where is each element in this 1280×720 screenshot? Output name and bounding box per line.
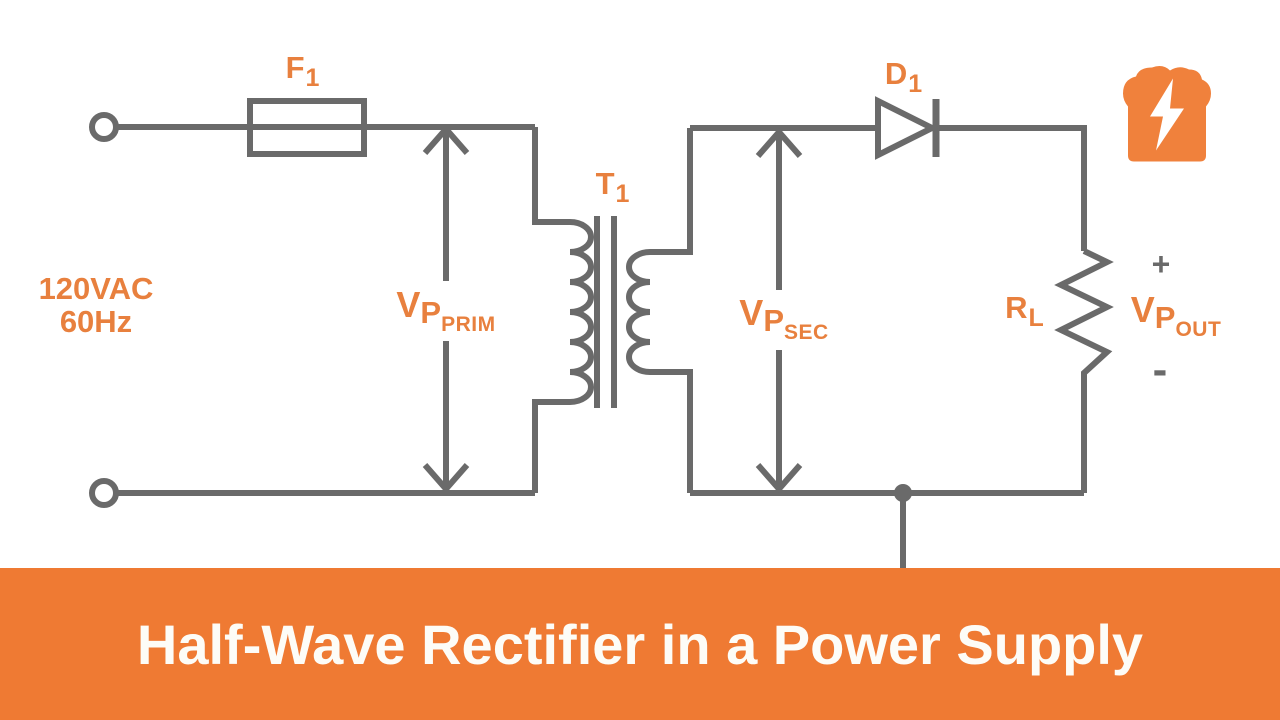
vp-prim-v: V [396,284,421,325]
banner-title-text: Half-Wave Rectifier in a Power Supply [136,612,1144,676]
load-resistor-label-sub: L [1028,304,1044,332]
vp-sec-label: VPSEC [739,292,828,344]
input-terminal-top [89,112,119,142]
fuse-symbol [247,98,367,157]
vp-prim-arrow [422,124,470,494]
vp-prim-sub: PRIM [441,313,496,336]
vp-sec-v: V [739,292,764,333]
fuse-label-sub: 1 [305,64,320,92]
source-voltage-line1: 120VAC [38,271,154,306]
circuitbread-toast-logo [1123,66,1211,162]
vp-out-label: VPOUT [1130,289,1222,341]
secondary-top-wire-right [932,125,1087,251]
load-resistor-label-main: R [1005,290,1028,325]
transformer-primary-coil [532,127,594,493]
lightning-bolt-icon [1150,78,1184,151]
vp-sec-p: P [763,303,785,338]
input-terminal-bottom [89,478,119,508]
transformer-core [594,216,617,408]
transformer-label: T1 [595,166,630,207]
diode-label: D1 [884,56,922,97]
vp-prim-label: VPPRIM [396,284,495,336]
output-minus-sign: - [1152,345,1168,394]
vp-out-v: V [1130,289,1155,330]
load-resistor-symbol [1054,248,1114,493]
diode-label-main: D [884,56,908,91]
transformer-label-sub: 1 [615,180,630,208]
output-plus-sign: + [1151,246,1171,282]
diode-label-sub: 1 [908,70,923,98]
title-banner: Half-Wave Rectifier in a Power Supply [0,568,1280,720]
source-voltage-label: 120VAC 60Hz [39,272,154,338]
vp-sec-sub: SEC [784,321,829,344]
vp-sec-arrow [755,127,803,494]
vp-out-p: P [1154,300,1176,335]
source-voltage-line2: 60Hz [59,304,133,339]
transformer-label-main: T [595,166,615,201]
vp-prim-p: P [420,295,442,330]
fuse-label-main: F [285,50,305,85]
vp-out-sub: OUT [1175,318,1222,341]
fuse-label: F1 [285,50,320,91]
diode-symbol [875,96,939,160]
load-resistor-label: RL [1005,290,1044,331]
transformer-secondary-coil [626,128,693,493]
